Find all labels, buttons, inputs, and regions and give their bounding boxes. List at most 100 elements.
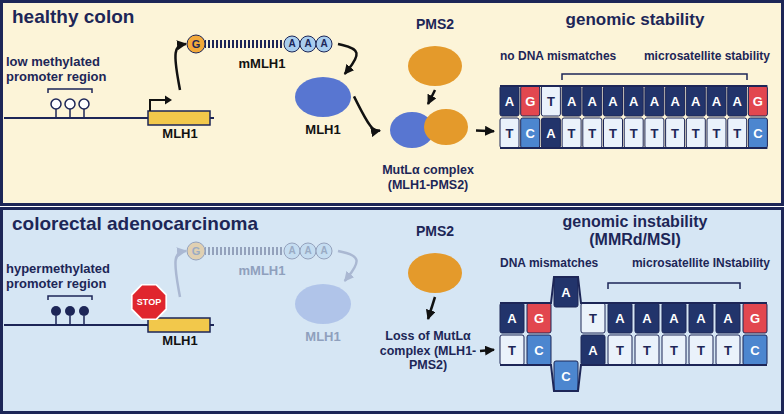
base-letter: T [733,127,741,140]
drawing-part [83,109,85,118]
base-tile [645,86,664,116]
base-letter: T [506,127,514,140]
drawing-part [79,306,89,316]
drawing-part [69,316,71,325]
polya-letter: A [288,39,295,49]
panel: colorectal adenocarcinomaMLH1STOPmMLH1ML… [0,207,784,414]
stop-sign: STOP [131,284,167,320]
mlh1-protein [295,77,351,117]
panel: healthy colonMLH1mMLH1MLH1PMS2MutLα comp… [0,0,784,206]
base-letter: A [546,127,555,140]
drawing-part [69,109,71,118]
base-tile [666,86,685,116]
base-letter: A [696,312,705,325]
arrow-connector [428,90,435,104]
drawing-part [205,247,284,255]
base-tile [686,118,705,148]
base-letter: T [568,127,576,140]
base-tile [562,118,581,148]
base-tile [743,335,767,365]
base-tile [541,86,560,116]
drawing-part [300,36,316,52]
base-letter: A [712,95,721,108]
drawing-part [79,99,89,109]
region-label: hypermethylated promoter region [6,261,118,291]
polya-letter: A [288,246,295,256]
node-label: MutLα complex (MLH1-PMS2) [380,163,476,192]
base-tile [527,303,551,333]
panel-heading: colorectal adenocarcinoma [12,213,258,235]
base-tile [716,303,740,333]
base-letter: T [588,127,596,140]
base-letter: A [507,312,516,325]
base-tile [635,303,659,333]
drawing-part [187,242,205,260]
base-letter: T [609,127,617,140]
base-tile [581,303,605,333]
base-letter: T [589,312,597,325]
base-letter: T [650,127,658,140]
base-letter: C [750,344,759,357]
drawing-part [65,99,75,109]
base-letter: T [630,127,638,140]
mrna-bottom-faded [187,242,332,260]
base-tile [604,86,623,116]
drawing-part [55,109,57,118]
node-label: STOP [137,297,161,307]
mrna-box: mMLH1 [186,239,338,279]
arrow-connector [338,251,357,281]
mrna-top [187,35,332,53]
polya-letter: A [320,246,327,256]
drawing-part [300,243,316,259]
stop-octagon-shape [132,285,167,320]
base-letter: T [671,127,679,140]
base-letter: A [650,95,659,108]
polya-letter: A [320,39,327,49]
base-letter: T [713,127,721,140]
base-letter: A [723,312,732,325]
base-letter: A [629,95,638,108]
mrna-box: mMLH1 [186,32,338,72]
node-label: microsatellite INstability [632,257,770,271]
base-tile [707,118,726,148]
node-label: MLH1 [162,127,197,142]
base-tile [608,335,632,365]
base-letter: T [508,344,516,357]
panel-frame [2,2,783,205]
drawing-part [150,100,166,111]
node-label: mMLH1 [239,264,286,279]
base-tile [748,86,767,116]
base-letter: C [525,127,534,140]
base-tile [500,303,524,333]
bracket [562,74,747,80]
drawing-part [55,316,57,325]
node-label: PMS2 [416,223,454,239]
node-label: PMS2 [416,16,454,32]
panel-ground [0,207,784,414]
base-tile [554,277,578,307]
panel-frame [2,209,783,413]
base-letter: A [670,95,679,108]
base-letter: T [616,344,624,357]
drawing-part [205,40,284,48]
drawing-part [48,89,92,93]
base-letter: T [670,344,678,357]
base-tile [666,118,685,148]
arrow-connector [338,44,357,74]
base-letter: A [588,95,597,108]
arrow-connector [175,44,186,90]
base-tile [689,335,713,365]
node-label: microsatellite stability [644,50,770,64]
node-label: DNA mismatches [500,257,598,271]
dna-strands [500,86,767,391]
complex-pms2 [424,109,468,145]
base-tile [527,335,551,365]
base-letter: A [588,344,597,357]
base-tile [500,118,519,148]
protein-box: MLH1 [292,74,354,138]
base-letter: A [691,95,700,108]
base-tile [500,86,519,116]
base-tile [728,118,747,148]
protein-box: PMS2 [400,223,470,297]
